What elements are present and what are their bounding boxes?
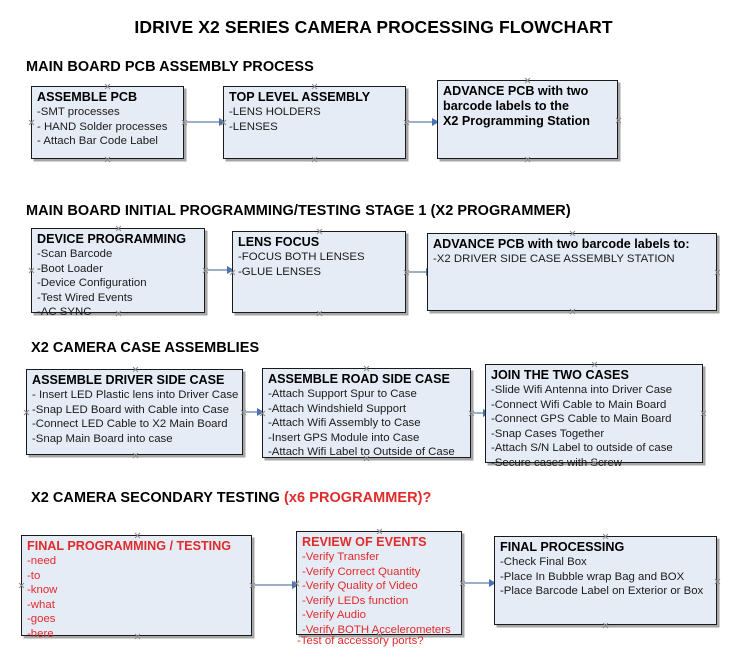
flow-box-line: -Verify Correct Quantity bbox=[302, 565, 421, 578]
flow-box-line: -Insert GPS Module into Case bbox=[268, 431, 420, 444]
flow-box-line: -FOCUS BOTH LENSES bbox=[238, 251, 365, 263]
page-title: IDRIVE X2 SERIES CAMERA PROCESSING FLOWC… bbox=[134, 17, 613, 37]
arrow-icon bbox=[227, 265, 234, 274]
flow-box-title: DEVICE PROGRAMMING bbox=[37, 232, 187, 246]
flow-box-line: -LENS HOLDERS bbox=[229, 106, 321, 118]
flow-box-line: -Place Barcode Label on Exterior or Box bbox=[500, 585, 704, 598]
arrow-icon bbox=[219, 117, 226, 126]
connector-line bbox=[185, 121, 222, 123]
flow-box-line: -AC SYNC bbox=[37, 306, 92, 319]
flow-box-title: JOIN THE TWO CASES bbox=[491, 368, 629, 382]
flow-box-line: -Attach Wifi Label to Outside of Case bbox=[268, 446, 455, 459]
flow-box-line: - HAND Solder processes bbox=[37, 120, 168, 133]
section-heading-text: MAIN BOARD INITIAL PROGRAMMING/TESTING S… bbox=[26, 203, 571, 219]
arrow-icon bbox=[432, 117, 439, 126]
flow-box-top-level-assembly[interactable]: TOP LEVEL ASSEMBLY -LENS HOLDERS -LENSES bbox=[223, 86, 406, 159]
flow-box-line: -Place In Bubble wrap Bag and BOX bbox=[500, 570, 685, 583]
flow-box-join-the-two-cases[interactable]: JOIN THE TWO CASES -Slide Wifi Antenna i… bbox=[485, 364, 703, 469]
flow-box-line: -goes bbox=[27, 613, 56, 626]
connector-line bbox=[253, 584, 298, 586]
flow-box-advance-pcb-driver-side-case[interactable]: ADVANCE PCB with two barcode labels to: … bbox=[427, 233, 717, 311]
flow-box-line: -Check Final Box bbox=[500, 556, 587, 568]
flow-box-line: -Snap Main Board into case bbox=[32, 432, 173, 445]
arrow-icon bbox=[257, 407, 264, 416]
section-heading-x2-camera-case-assemblies: X2 CAMERA CASE ASSEMBLIES bbox=[31, 340, 259, 356]
flow-box-assemble-driver-side-case[interactable]: ASSEMBLE DRIVER SIDE CASE - Insert LED P… bbox=[26, 369, 243, 455]
flow-box-line: -GLUE LENSES bbox=[238, 265, 321, 278]
flow-box-line: -here bbox=[27, 627, 54, 640]
section-heading-accent: (x6 PROGRAMMER)? bbox=[284, 490, 432, 506]
flow-box-line: -SMT processes bbox=[37, 106, 120, 118]
flow-box-title: TOP LEVEL ASSEMBLY bbox=[229, 90, 371, 104]
arrow-icon bbox=[489, 578, 496, 587]
flow-box-line: -Connect LED Cable to X2 Main Board bbox=[32, 418, 228, 431]
section-heading-text: X2 CAMERA SECONDARY TESTING bbox=[31, 490, 285, 506]
flow-box-final-processing[interactable]: FINAL PROCESSING -Check Final Box -Place… bbox=[494, 536, 717, 625]
flow-box-lens-focus[interactable]: LENS FOCUS -FOCUS BOTH LENSES -GLUE LENS… bbox=[232, 231, 406, 313]
connector-line bbox=[472, 412, 487, 414]
flow-box-title: ASSEMBLE DRIVER SIDE CASE bbox=[32, 373, 225, 387]
flow-box-assemble-pcb[interactable]: ASSEMBLE PCB -SMT processes - HAND Solde… bbox=[31, 86, 184, 159]
flow-box-title: FINAL PROCESSING bbox=[500, 540, 625, 554]
flow-box-title: FINAL PROGRAMMING / TESTING bbox=[27, 539, 232, 553]
flow-box-line: -to bbox=[27, 569, 41, 582]
flow-box-line: -Secure cases with Screw bbox=[491, 456, 623, 469]
connector-line bbox=[206, 269, 230, 271]
section-heading-main-board-pcb-assembly-process: MAIN BOARD PCB ASSEMBLY PROCESS bbox=[26, 59, 314, 75]
flow-box-advance-pcb-programming-station[interactable]: ADVANCE PCB with two barcode labels to t… bbox=[437, 80, 618, 159]
flow-box-assemble-road-side-case[interactable]: ASSEMBLE ROAD SIDE CASE -Attach Support … bbox=[262, 368, 471, 458]
flow-box-line: -Connect GPS Cable to Main Board bbox=[491, 413, 672, 426]
flow-box-line: -Snap LED Board with Cable into Case bbox=[32, 403, 229, 416]
flow-box-title: REVIEW OF EVENTS bbox=[302, 535, 427, 549]
flow-box-line: -Verify Audio bbox=[302, 609, 366, 622]
flow-box-device-programming[interactable]: DEVICE PROGRAMMING -Scan Barcode -Boot L… bbox=[31, 228, 205, 318]
flow-box-line: -Test Wired Events bbox=[37, 291, 133, 304]
flow-box-line: -Verify BOTH Accelerometers bbox=[302, 623, 451, 636]
flow-box-line: -know bbox=[27, 584, 58, 597]
flow-box-line: -Attach Support Spur to Case bbox=[268, 388, 417, 400]
section-heading-x2-camera-secondary-testing: X2 CAMERA SECONDARY TESTING (x6 PROGRAMM… bbox=[31, 490, 431, 506]
flow-box-line: -Attach Wifi Assembly to Case bbox=[268, 417, 421, 430]
flow-box-line: -Verify Quality of Video bbox=[302, 580, 418, 593]
flow-box-line: -X2 DRIVER SIDE CASE ASSEMBLY STATION bbox=[433, 253, 675, 265]
flow-box-line: -need bbox=[27, 555, 57, 567]
section-heading-main-board-initial-programming: MAIN BOARD INITIAL PROGRAMMING/TESTING S… bbox=[26, 203, 571, 219]
flow-box-line: -Connect Wifi Cable to Main Board bbox=[491, 398, 667, 411]
connector-line bbox=[407, 271, 429, 273]
flow-box-line: X2 Programming Station bbox=[443, 114, 590, 128]
flow-box-line: - Insert LED Plastic lens into Driver Ca… bbox=[32, 389, 239, 401]
flow-box-line: -Attach Windshield Support bbox=[268, 402, 407, 415]
flow-box-title: ADVANCE PCB with two bbox=[443, 84, 589, 98]
flow-box-title: ASSEMBLE PCB bbox=[37, 90, 138, 104]
connector-line bbox=[407, 121, 435, 123]
flow-box-review-of-events[interactable]: REVIEW OF EVENTS -Verify Transfer -Verif… bbox=[296, 531, 462, 636]
flow-box-line: -what bbox=[27, 598, 55, 611]
flow-box-line: barcode labels to the bbox=[443, 99, 569, 113]
flow-box-line: -Slide Wifi Antenna into Driver Case bbox=[491, 384, 673, 396]
flow-box-title: ADVANCE PCB with two barcode labels to: bbox=[433, 237, 690, 251]
flow-box-line: -Snap Cases Together bbox=[491, 427, 605, 440]
flow-box-line: -Scan Barcode bbox=[37, 248, 113, 260]
arrow-icon bbox=[292, 580, 299, 589]
flow-box-line: -Device Configuration bbox=[37, 277, 147, 290]
flow-box-line: - Attach Bar Code Label bbox=[37, 135, 158, 148]
flow-box-title: ASSEMBLE ROAD SIDE CASE bbox=[268, 372, 450, 386]
flow-box-line: -Attach S/N Label to outside of case bbox=[491, 442, 673, 455]
flow-box-line: -Verify Transfer bbox=[302, 551, 380, 563]
connector-line bbox=[244, 411, 261, 413]
connector-line bbox=[463, 582, 494, 584]
section-heading-text: X2 CAMERA CASE ASSEMBLIES bbox=[31, 340, 260, 356]
flow-box-line: -Boot Loader bbox=[37, 262, 103, 275]
section-heading-text: MAIN BOARD PCB ASSEMBLY PROCESS bbox=[26, 59, 314, 75]
flow-box-line: -Verify LEDs function bbox=[302, 594, 409, 607]
flow-box-line: -LENSES bbox=[229, 120, 278, 133]
flow-box-title: LENS FOCUS bbox=[238, 235, 320, 249]
flow-box-final-programming-testing[interactable]: FINAL PROGRAMMING / TESTING -need -to -k… bbox=[21, 535, 252, 640]
flow-box-overflow-line: -Test of accessory ports? bbox=[297, 635, 424, 647]
